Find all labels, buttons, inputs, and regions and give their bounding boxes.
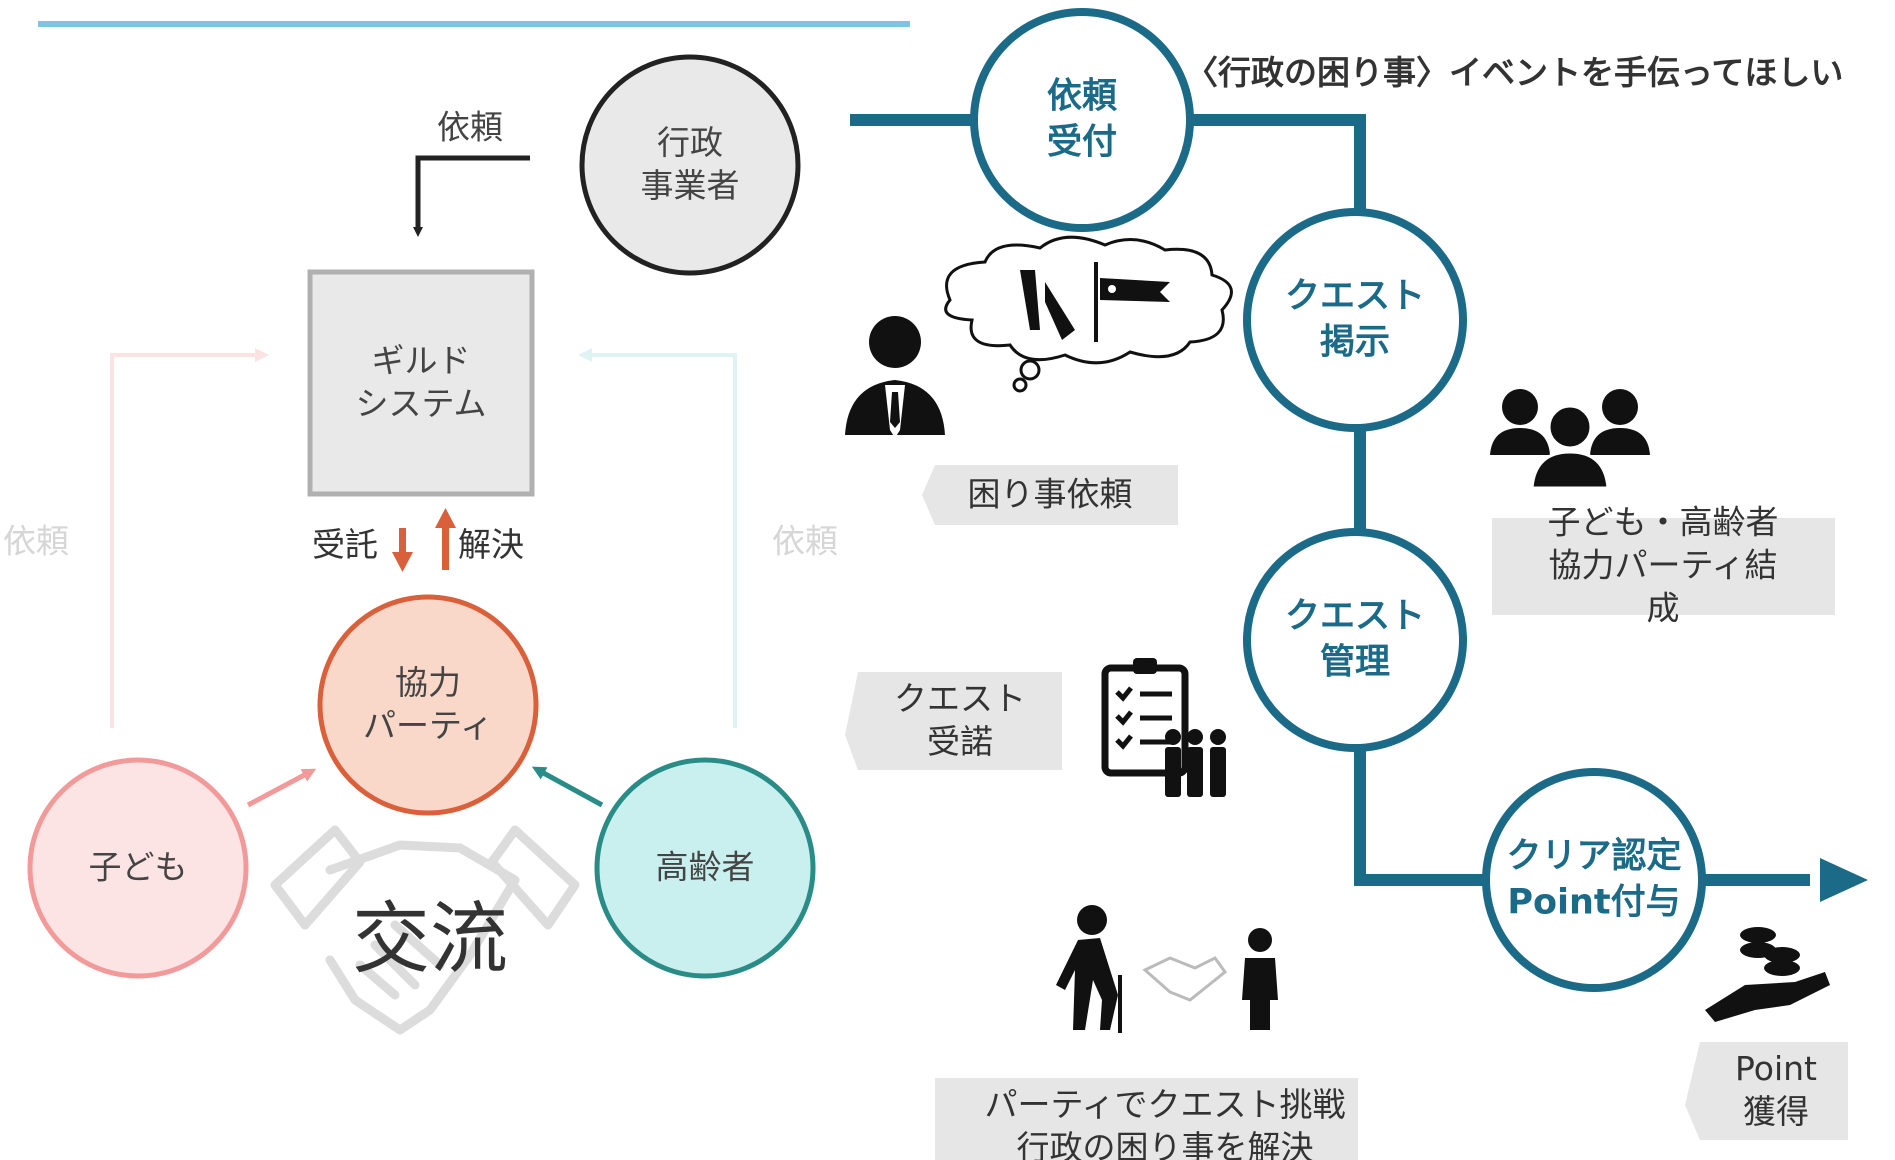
note-box-komari	[922, 465, 1178, 525]
note-box-challenge	[935, 1078, 1358, 1160]
note-komari-irai: 困り事依頼	[967, 474, 1133, 514]
request-label: 依頼	[437, 107, 503, 147]
guild-box	[307, 269, 535, 497]
party-label: 協力 パーティ	[362, 663, 494, 745]
note-box-point	[1685, 1042, 1848, 1140]
koreisha-to-party-arrow	[531, 766, 604, 808]
flow-header: 〈行政の困り事〉イベントを手伝ってほしい	[1185, 53, 1844, 92]
note-quest-judaku: クエスト 受諾	[894, 679, 1026, 761]
koreisha-label: 高齢者	[655, 847, 755, 887]
kodomo-label: 子ども	[88, 847, 188, 887]
flow-end-arrow-icon	[1820, 858, 1868, 902]
arrow-up-icon	[435, 508, 456, 570]
small-handshake-icon	[1142, 956, 1228, 1002]
side-request-left-label: 依頼	[3, 521, 69, 561]
handshake-icon	[270, 825, 580, 1035]
note-party-challenge: パーティでクエスト挑戦 行政の困り事を解決	[984, 1085, 1346, 1160]
faint-right-path	[578, 348, 737, 728]
note-point-kakutoku: Point 獲得	[1735, 1049, 1817, 1131]
person-icon	[1242, 928, 1278, 1030]
step-label-keiji: クエスト 掲示	[1284, 276, 1426, 363]
arrow-down-icon	[392, 528, 413, 572]
note-party-kessei: 子ども・高齢者 協力パーティ結成	[1547, 502, 1779, 628]
checklist-icon	[1101, 658, 1226, 797]
elderly-icon	[1056, 905, 1122, 1033]
jutaku-label: 受託	[312, 525, 378, 564]
step-label-uketsuke: 依頼 受付	[1046, 76, 1118, 163]
side-request-right-label: 依頼	[772, 521, 838, 561]
group-icon	[1490, 389, 1650, 490]
kodomo-to-party-arrow	[246, 768, 317, 808]
kaiketsu-label: 解決	[458, 525, 524, 564]
party-circle	[317, 594, 539, 816]
guild-label: ギルド システム	[355, 341, 487, 423]
note-box-party-kessei	[1492, 518, 1835, 615]
step-circle-kanri	[1243, 528, 1467, 752]
step-circle-clear	[1482, 768, 1706, 992]
hand-coins-icon	[1705, 927, 1830, 1022]
request-elbow-arrow	[413, 155, 530, 237]
step-circle-keiji	[1243, 208, 1467, 432]
businessman-icon	[845, 316, 945, 438]
step-circle-uketsuke	[970, 8, 1194, 232]
note-box-judaku	[845, 672, 1062, 770]
koreisha-circle	[594, 757, 816, 979]
step-label-kanri: クエスト 管理	[1284, 596, 1426, 683]
thought-cloud-icon	[944, 235, 1233, 393]
gyosei-circle	[579, 54, 801, 276]
kodomo-circle	[27, 757, 249, 979]
faint-left-path	[110, 348, 269, 728]
carp-streamer-icon	[1020, 262, 1170, 342]
gyosei-label: 行政 事業者	[640, 123, 740, 205]
koryu-label: 交流	[351, 894, 509, 985]
step-label-clear: クリア認定 Point付与	[1506, 836, 1682, 923]
